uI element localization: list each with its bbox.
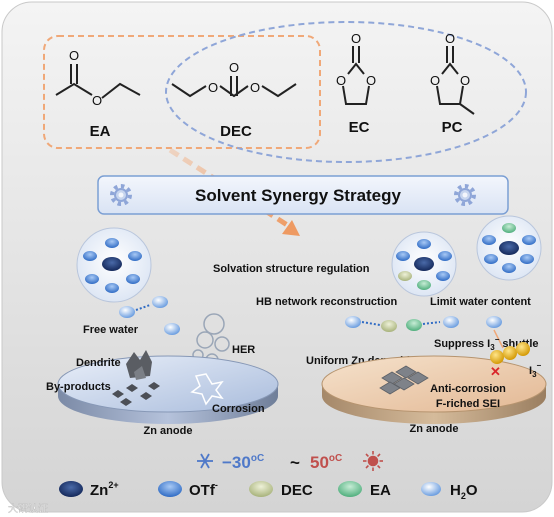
snowflake-icon <box>197 453 213 469</box>
left-anode-label: Zn anode <box>144 425 193 437</box>
hb-network-molecules <box>345 316 502 332</box>
ea-ester-oxygen: O <box>92 93 102 108</box>
i3-molecule <box>490 342 530 364</box>
ea-carbonyl-oxygen: O <box>69 48 79 63</box>
legend-dec-swatch <box>249 481 273 497</box>
left-solvation-cluster <box>76 227 152 303</box>
ec-carbonyl-oxygen: O <box>351 31 361 46</box>
pc-ring-oxygen-right: O <box>460 73 470 88</box>
pc-molecule <box>436 46 475 115</box>
legend-otf-swatch <box>158 481 182 497</box>
right-anode-label: Zn anode <box>410 423 459 435</box>
gear-icon <box>110 184 132 206</box>
legend: Zn2+ OTf- DEC EA H2O <box>59 480 478 501</box>
legend-h2o-label: H2O <box>450 482 478 501</box>
by-products-label: By-products <box>46 381 111 393</box>
free-water-molecules <box>119 296 180 335</box>
ec-label: EC <box>349 119 370 136</box>
ea-group-box <box>43 35 321 149</box>
right-zn-anode-disc <box>321 355 547 424</box>
limit-water-label: Limit water content <box>430 296 531 308</box>
dec-label: DEC <box>220 123 252 140</box>
sei-label: F-riched SEI <box>436 398 500 410</box>
hb-network-label: HB network reconstruction <box>256 296 397 308</box>
legend-h2o-swatch <box>421 482 441 496</box>
low-temperature: −30oC <box>222 453 264 472</box>
dec-molecule <box>171 76 297 98</box>
ec-ring-oxygen-left: O <box>336 73 346 88</box>
dec-group-ellipse <box>165 21 527 163</box>
corrosion-shape <box>190 373 224 406</box>
high-temperature: 50oC <box>310 453 342 472</box>
dendrite-label: Dendrite <box>76 357 121 369</box>
legend-dec-label: DEC <box>281 482 313 499</box>
strategy-title: Solvent Synergy Strategy <box>195 186 402 205</box>
gear-icon <box>454 184 476 206</box>
corrosion-label: Corrosion <box>212 403 265 415</box>
solvation-label: Solvation structure regulation <box>213 263 370 275</box>
pc-ring-oxygen-left: O <box>430 73 440 88</box>
dec-oxygen-right: O <box>250 80 260 95</box>
her-bubbles <box>192 313 230 367</box>
legend-zn-swatch <box>59 481 83 497</box>
dec-carbonyl-oxygen: O <box>229 60 239 75</box>
ec-molecule <box>342 46 370 105</box>
ec-ring-oxygen-right: O <box>366 73 376 88</box>
legend-zn-label: Zn2+ <box>90 480 119 499</box>
pc-label: PC <box>442 119 463 136</box>
legend-ea-label: EA <box>370 482 391 499</box>
i3-label: I3− <box>529 361 542 379</box>
by-products-shape <box>112 382 160 406</box>
watermark: 大研认证 <box>8 502 48 515</box>
block-cross-icon: ✕ <box>490 364 501 379</box>
pc-carbonyl-oxygen: O <box>445 31 455 46</box>
right-solvation-cluster-2 <box>476 215 542 281</box>
legend-otf-label: OTf- <box>189 480 218 499</box>
dendrite-shape <box>126 350 152 380</box>
uniform-zn-deposit <box>379 365 429 395</box>
ea-label: EA <box>90 123 111 140</box>
anti-corrosion-label: Anti-corrosion <box>430 383 506 395</box>
ea-molecule <box>55 64 141 99</box>
legend-ea-swatch <box>338 481 362 497</box>
sun-icon <box>363 451 383 471</box>
her-label: HER <box>232 344 255 356</box>
strategy-banner <box>97 175 509 215</box>
dec-oxygen-left: O <box>208 80 218 95</box>
right-solvation-cluster-1 <box>391 231 457 297</box>
free-water-label: Free water <box>83 324 139 336</box>
temperature-separator: ~ <box>290 453 300 472</box>
i3-pointer-line <box>493 329 504 349</box>
